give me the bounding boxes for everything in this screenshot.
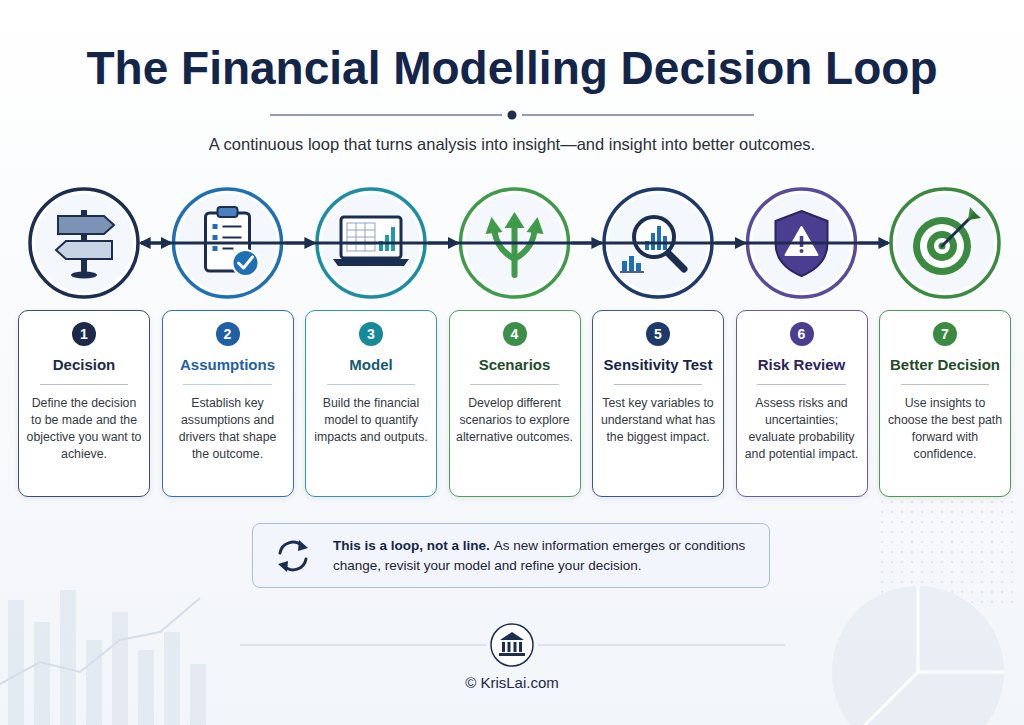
step-card: 2AssumptionsEstablish key assumptions an… xyxy=(162,186,294,497)
card-outline: 5Sensitivity TestTest key variables to u… xyxy=(592,310,724,497)
step-number: 3 xyxy=(359,322,383,346)
target-icon xyxy=(891,189,999,297)
note-text-block: This is a loop, not a line.As new inform… xyxy=(333,536,753,576)
step-number: 1 xyxy=(72,322,96,346)
step-description: Test key variables to understand what ha… xyxy=(599,395,717,446)
bank-icon xyxy=(491,624,533,666)
background-pie xyxy=(832,500,1020,725)
card-outline: 2AssumptionsEstablish key assumptions an… xyxy=(162,310,294,497)
diagram-title: The Financial Modelling Decision Loop xyxy=(0,40,1024,96)
step-card: 4ScenariosDevelop different scenarios to… xyxy=(449,186,581,497)
step-description: Define the decision to be made and the o… xyxy=(25,395,143,463)
step-number: 7 xyxy=(933,322,957,346)
step-description: Establish key assumptions and drivers th… xyxy=(169,395,287,463)
step-title: Scenarios xyxy=(456,355,574,385)
loop-note-lead: This is a loop, not a line. xyxy=(333,538,490,553)
step-number: 2 xyxy=(216,322,240,346)
card-outline: 3ModelBuild the financial model to quant… xyxy=(305,310,437,497)
step-description: Assess risks and uncertainties; evaluate… xyxy=(743,395,861,463)
loop-note: This is a loop, not a line.As new inform… xyxy=(252,523,770,588)
step-title: Model xyxy=(312,355,430,385)
step-card: 1DecisionDefine the decision to be made … xyxy=(18,186,150,497)
step-card: 7Better DecisionUse insights to choose t… xyxy=(879,186,1011,497)
step-card: 6Risk ReviewAssess risks and uncertainti… xyxy=(736,186,868,497)
step-card: 3ModelBuild the financial model to quant… xyxy=(305,186,437,497)
title-divider xyxy=(270,111,754,120)
card-outline: 1DecisionDefine the decision to be made … xyxy=(18,310,150,497)
loop-icon xyxy=(278,540,308,572)
card-outline: 4ScenariosDevelop different scenarios to… xyxy=(449,310,581,497)
step-title: Assumptions xyxy=(169,355,287,385)
step-number: 4 xyxy=(503,322,527,346)
step-title: Sensitivity Test xyxy=(599,355,717,385)
flow-arrow xyxy=(141,242,888,245)
card-outline: 7Better DecisionUse insights to choose t… xyxy=(879,310,1011,497)
card-outline: 6Risk ReviewAssess risks and uncertainti… xyxy=(736,310,868,497)
step-number: 5 xyxy=(646,322,670,346)
step-description: Develop different scenarios to explore a… xyxy=(456,395,574,446)
step-number: 6 xyxy=(790,322,814,346)
step-title: Decision xyxy=(25,355,143,385)
step-card: 5Sensitivity TestTest key variables to u… xyxy=(592,186,724,497)
step-title: Risk Review xyxy=(743,355,861,385)
step-title: Better Decision xyxy=(886,355,1004,385)
step-description: Use insights to choose the best path for… xyxy=(886,395,1004,463)
footer-credit: © KrisLai.com xyxy=(0,673,1024,693)
step-description: Build the financial model to quantify im… xyxy=(312,395,430,446)
signpost-icon xyxy=(30,189,138,297)
background-bars xyxy=(0,590,206,725)
diagram-subtitle: A continuous loop that turns analysis in… xyxy=(0,133,1024,155)
